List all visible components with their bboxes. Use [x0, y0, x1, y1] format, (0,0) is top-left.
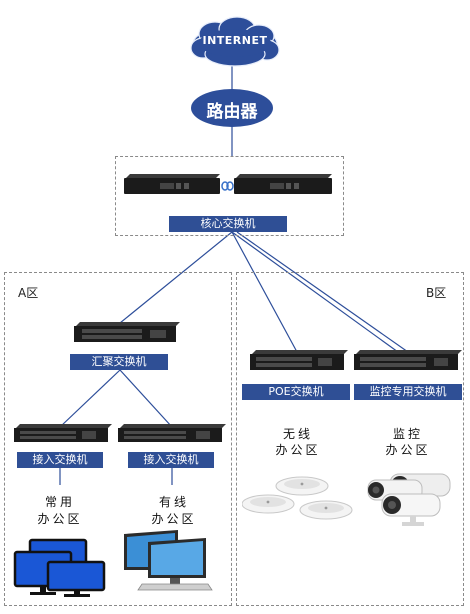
access-switch-2-icon: [118, 424, 226, 442]
wireless-line-2: 办公区: [275, 443, 321, 457]
aggregation-switch-label: 汇聚交换机: [70, 354, 168, 370]
wireless-line-1: 无线: [282, 427, 313, 441]
wireless-access-points-icon: [242, 476, 353, 520]
internet-cloud-icon: [190, 16, 280, 67]
workstation-monitors-icon: [124, 530, 213, 591]
monitor-area-line-1: 监控: [392, 427, 423, 441]
zone-a-box: [4, 272, 232, 606]
core-poe-link: [231, 231, 298, 353]
aggregation-access2-link: [119, 369, 173, 428]
office-2-line-1: 有线: [158, 495, 189, 509]
poe-switch-label: POE交换机: [242, 384, 350, 400]
core-monitor-link-2: [236, 231, 409, 353]
core-switch-icon: [124, 174, 332, 194]
zone-b-title: B区: [426, 286, 447, 300]
zone-b-box: [236, 272, 464, 606]
poe-switch-icon: [250, 350, 348, 370]
desktop-monitors-icon: [13, 538, 106, 597]
core-aggregation-link: [119, 231, 233, 324]
access-switch-1-icon: [14, 424, 112, 442]
access-switch-1-label: 接入交换机: [17, 452, 103, 468]
office-1-line-1: 常用: [44, 495, 75, 509]
internet-label: INTERNET: [202, 34, 268, 47]
monitor-switch-label: 监控专用交换机: [354, 384, 462, 400]
core-monitor-link-1: [231, 231, 399, 353]
office-1-line-2: 办公区: [37, 512, 83, 526]
router-icon: [191, 89, 273, 127]
router-label: 路由器: [206, 102, 258, 122]
monitor-area-line-2: 办公区: [385, 443, 431, 457]
monitor-switch-icon: [354, 350, 462, 370]
zone-a-title: A区: [18, 286, 39, 300]
access-switch-2-label: 接入交换机: [128, 452, 214, 468]
aggregation-access1-link: [59, 369, 121, 428]
office-2-line-2: 办公区: [151, 512, 197, 526]
core-area-box: [115, 156, 344, 236]
surveillance-cameras-icon: [367, 473, 451, 526]
aggregation-switch-icon: [74, 322, 180, 342]
core-switch-label: 核心交换机: [169, 216, 287, 232]
